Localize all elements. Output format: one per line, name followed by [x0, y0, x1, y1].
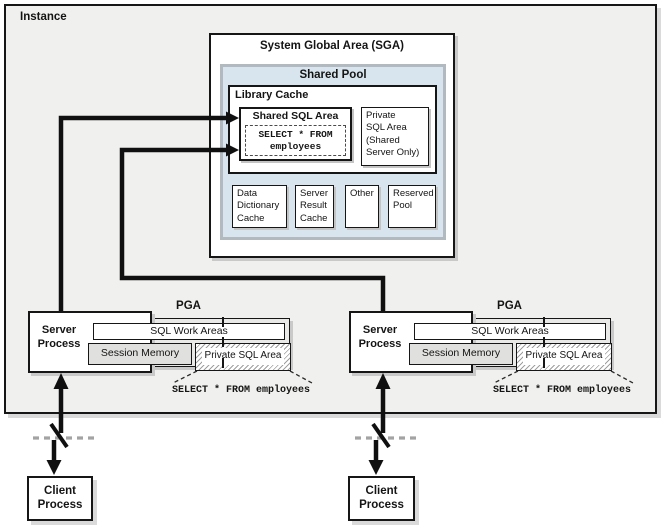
shared-pool-title: Shared Pool: [299, 69, 367, 81]
pga-divider-tick: [543, 317, 545, 327]
client-process-box-right: Client Process: [348, 476, 415, 521]
client-process-box-left: Client Process: [27, 476, 93, 521]
session-memory-right: Session Memory: [409, 343, 513, 365]
shared-sql-statement: SELECT * FROM employees: [245, 125, 346, 156]
private-sql-area-shared-server-box: Private SQL Area (Shared Server Only): [361, 107, 429, 166]
other-box: Other: [345, 185, 379, 228]
server-process-label-right: Server Process: [358, 324, 402, 350]
sql-work-areas-left: SQL Work Areas: [93, 323, 285, 340]
session-memory-left: Session Memory: [88, 343, 192, 365]
data-dictionary-cache-box: Data Dictionary Cache: [232, 185, 287, 228]
pga-divider-tick: [543, 337, 545, 347]
sql-work-areas-right: SQL Work Areas: [414, 323, 606, 340]
shared-sql-area-title: Shared SQL Area: [252, 110, 339, 122]
callout-sql-left: SELECT * FROM employees: [171, 385, 311, 396]
pga-label-right: PGA: [497, 300, 522, 312]
library-cache-title: Library Cache: [235, 89, 309, 101]
lightning-slash-icon: [371, 422, 391, 449]
private-sql-area-label-right: Private SQL Area: [523, 348, 605, 365]
arrowhead-down-icon: [368, 460, 384, 475]
pga-divider-tick: [222, 317, 224, 327]
pga-divider-tick: [222, 337, 224, 347]
server-process-label-left: Server Process: [37, 324, 81, 350]
server-result-cache-box: Server Result Cache: [295, 185, 334, 228]
lightning-slash-icon: [49, 422, 69, 449]
pga-divider-tick: [222, 358, 224, 368]
sga-title: System Global Area (SGA): [259, 40, 404, 52]
private-sql-area-label-left: Private SQL Area: [202, 348, 284, 365]
pga-divider-tick: [543, 358, 545, 368]
reserved-pool-box: Reserved Pool: [388, 185, 436, 228]
arrowhead-down-icon: [46, 460, 62, 475]
callout-sql-right: SELECT * FROM employees: [492, 385, 632, 396]
instance-label: Instance: [20, 11, 67, 23]
